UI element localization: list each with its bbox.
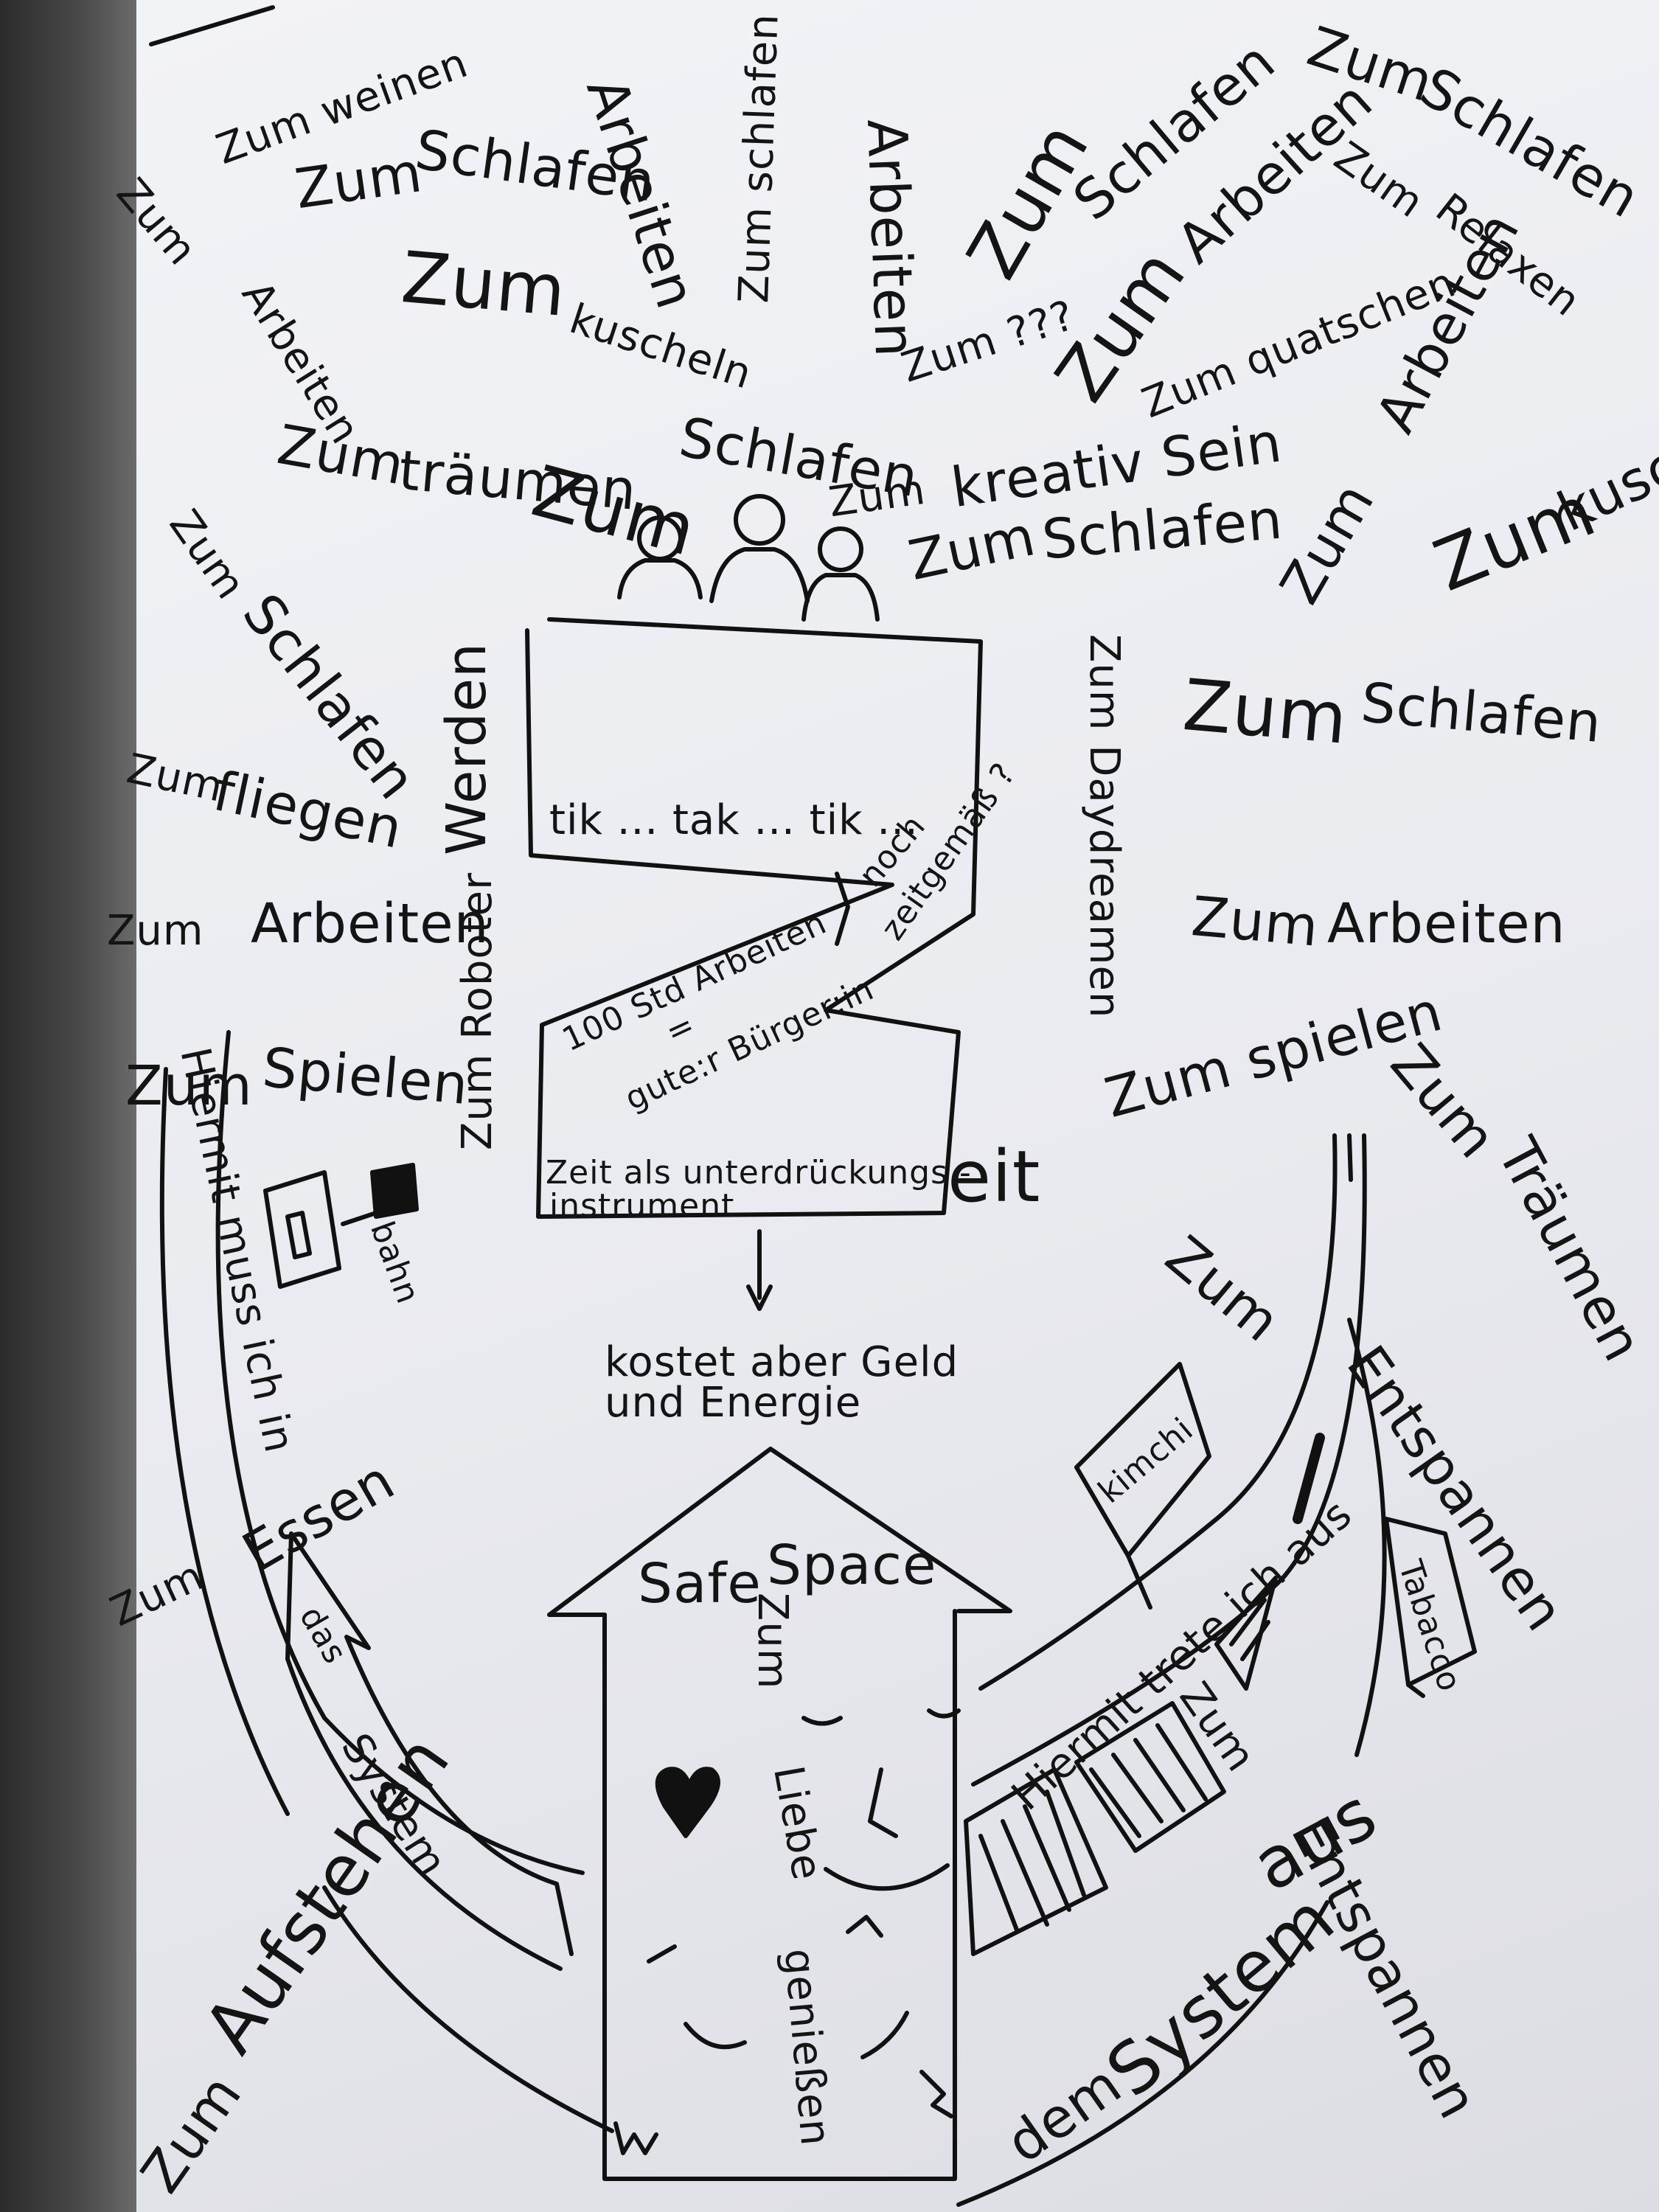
right-curve-2 <box>956 1900 1329 2207</box>
house-title-space: Space <box>767 1534 937 1597</box>
left-arrow-up <box>285 1531 574 1971</box>
safe-space-house-icon <box>547 1447 1012 2181</box>
three-people-icon <box>617 494 880 622</box>
left-curve-3 <box>322 1885 614 2133</box>
word-zum: Zum <box>125 1054 253 1118</box>
word-zum: Zum <box>1189 885 1322 959</box>
word-arbeiten: Arbeiten <box>251 892 490 956</box>
z-text-instrument: instrument <box>549 1187 735 1225</box>
z-text-tik-tak: tik ... tak ... tik ... <box>549 796 919 844</box>
tabacco-sign <box>1384 1517 1477 1687</box>
word-zum-daydreamen: Zum Daydreamen <box>1080 634 1128 1019</box>
hatched-blocks <box>964 1576 1278 1956</box>
bahn-sign-icon <box>263 1163 419 1289</box>
house-title-safe: Safe <box>638 1552 762 1615</box>
notebook-binding <box>0 0 136 2212</box>
heart-icon <box>655 1767 720 1838</box>
word-werden: Werden <box>435 642 498 855</box>
z-text-eit: eit <box>947 1135 1041 1218</box>
left-curve-2 <box>159 1067 290 1816</box>
corner-line <box>149 5 275 46</box>
word-arbeiten: Arbeiten <box>855 118 927 359</box>
right-curve-1 <box>1347 1318 1387 1757</box>
z-frame <box>525 617 983 1219</box>
text-kostet-aber-geld: kostet aber Geld <box>605 1338 959 1386</box>
word-zum-schlafen: Zum schlafen <box>730 13 788 305</box>
left-curve-1 <box>215 1030 585 1875</box>
right-road <box>971 1133 1367 1787</box>
word-zum: Zum <box>107 907 204 955</box>
kimchi-sign <box>1074 1362 1211 1558</box>
word-zum: Zum <box>1180 664 1352 761</box>
text-und-energie: und Energie <box>605 1379 862 1427</box>
word-arbeiten: Arbeiten <box>1327 892 1566 956</box>
z-text-zeit-als-unterdrueckung: Zeit als unterdrückungs - <box>546 1154 972 1192</box>
word-zum: Zum <box>398 236 570 333</box>
house-text-zum: Zum <box>748 1593 796 1690</box>
bracket <box>835 872 850 946</box>
